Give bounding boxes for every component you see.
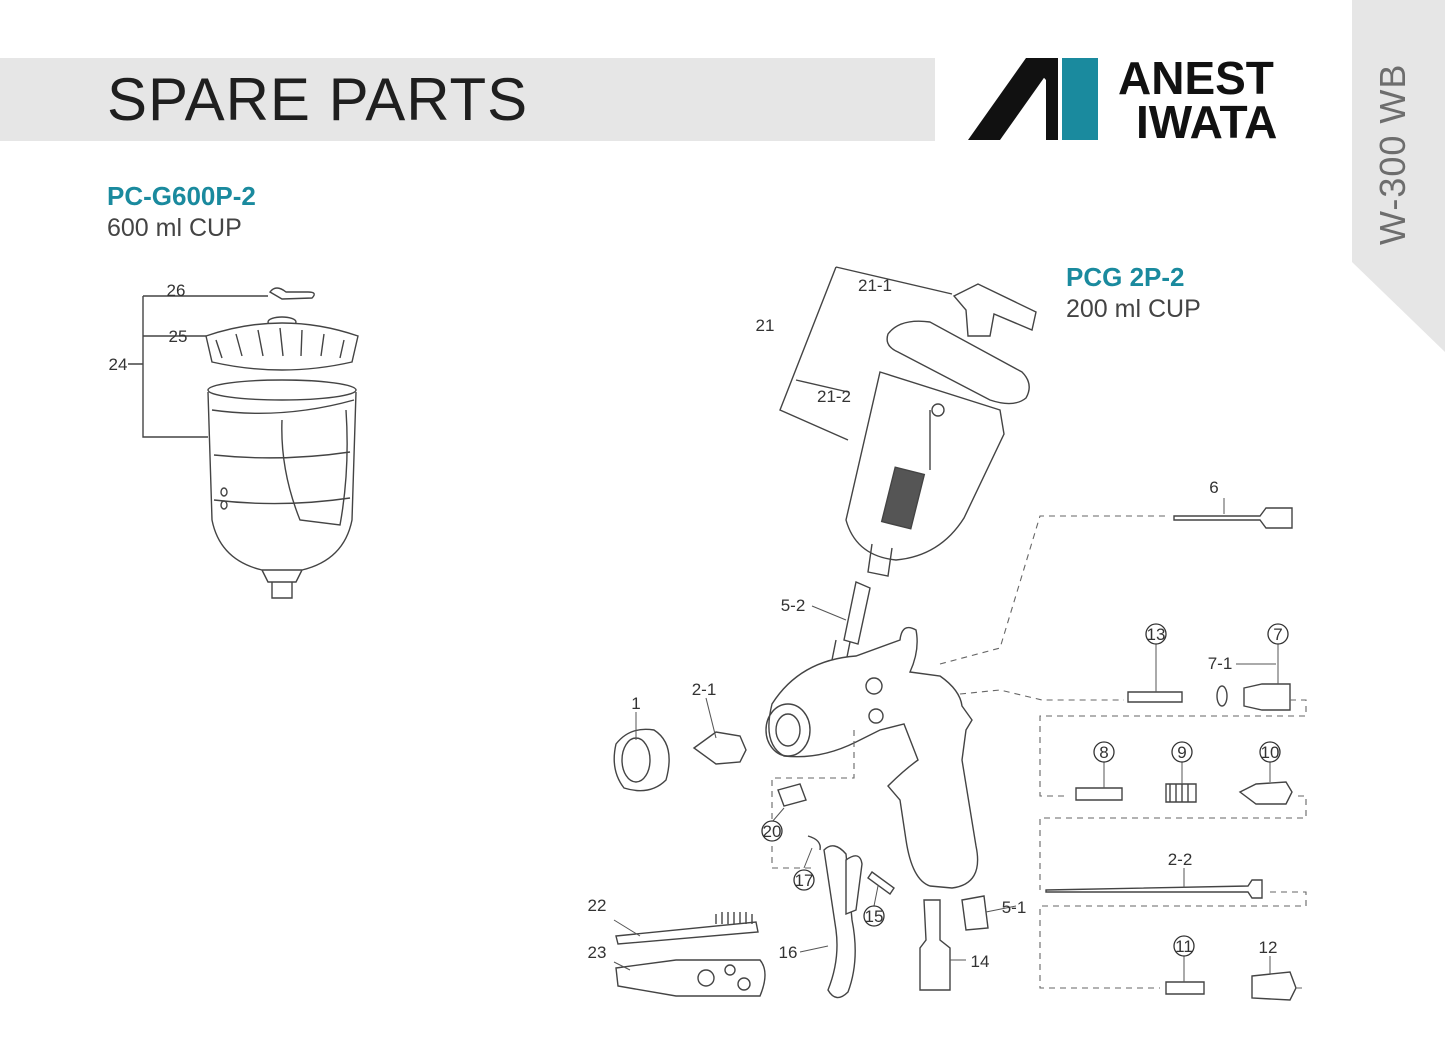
- cup-200-desc: 200 ml CUP: [1066, 295, 1201, 323]
- part-label-5-2: 5-2: [781, 596, 806, 615]
- spray-gun-drawing: [765, 626, 979, 889]
- cup-200-code: PCG 2P-2: [1066, 262, 1185, 292]
- part-label-1: 1: [631, 694, 640, 713]
- part-label-11: 11: [1175, 937, 1193, 956]
- part-label-2-2: 2-2: [1168, 850, 1193, 869]
- part-label-20: 20: [763, 822, 782, 841]
- part-label-17: 17: [795, 871, 814, 890]
- part-label-13: 13: [1147, 625, 1166, 644]
- part-label-6: 6: [1209, 478, 1218, 497]
- title-bar: [0, 58, 935, 141]
- page-title: SPARE PARTS: [107, 66, 529, 133]
- part-label-25: 25: [169, 327, 188, 346]
- part-label-26: 26: [167, 281, 186, 300]
- brand-name-line1: ANEST: [1118, 52, 1274, 104]
- part-label-12: 12: [1259, 938, 1278, 957]
- part-label-24: 24: [109, 355, 128, 374]
- part-label-14: 14: [971, 952, 990, 971]
- part-label-21-2: 21-2: [817, 387, 851, 406]
- cup-600-desc: 600 ml CUP: [107, 214, 242, 242]
- part-label-5-1: 5-1: [1002, 898, 1027, 917]
- part-label-7-1: 7-1: [1208, 654, 1233, 673]
- cup-600-code: PC-G600P-2: [107, 181, 256, 211]
- part-label-21-1: 21-1: [858, 276, 892, 295]
- cup-600-drawing: [128, 287, 359, 599]
- part-label-2-1: 2-1: [692, 680, 717, 699]
- part-label-21: 21: [756, 316, 775, 335]
- part-label-22: 22: [588, 896, 607, 915]
- part-label-9: 9: [1177, 743, 1186, 762]
- part-label-16: 16: [779, 943, 798, 962]
- cup-200-drawing: [779, 266, 1037, 663]
- brand-name-line2: IWATA: [1136, 96, 1278, 148]
- part-label-23: 23: [588, 943, 607, 962]
- brand-logo-icon: [968, 58, 1098, 140]
- part-label-10: 10: [1261, 743, 1280, 762]
- part-label-15: 15: [865, 907, 884, 926]
- part-label-8: 8: [1099, 743, 1108, 762]
- part-label-7: 7: [1273, 625, 1282, 644]
